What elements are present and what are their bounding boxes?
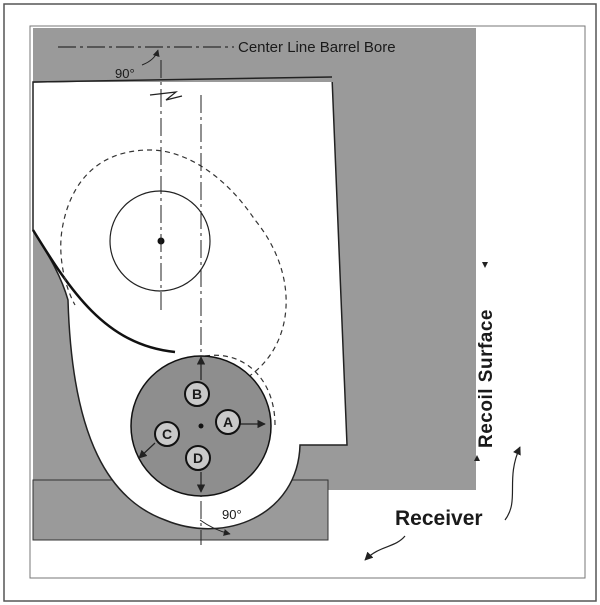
hub-center	[198, 423, 204, 429]
arrow-down-left	[138, 442, 156, 459]
receiver-arrow-up	[504, 446, 521, 521]
point-c: C	[154, 421, 180, 447]
angle-arc-top	[141, 49, 160, 66]
break-mark	[149, 91, 183, 101]
recoil-arrow-top	[482, 262, 488, 268]
relief-curve	[31, 229, 176, 354]
point-a: A	[215, 409, 241, 435]
receiver-arrow-down	[364, 535, 406, 561]
point-label-c: C	[162, 426, 172, 442]
recoil-surface-label: Recoil Surface	[476, 309, 497, 448]
barrel-strip	[33, 28, 476, 82]
receiver-label: Receiver	[395, 507, 483, 530]
cam-top-edge	[32, 76, 333, 83]
recoil-arrow-bottom	[474, 455, 480, 461]
pivot-circle	[109, 190, 211, 292]
cam-profile-dashed	[60, 149, 287, 378]
angle-label-bottom: 90°	[222, 507, 242, 522]
angle-label-top: 90°	[115, 66, 135, 81]
point-d: D	[185, 445, 211, 471]
angle-arc-bottom	[199, 519, 231, 536]
hub-dashed-outline	[204, 354, 276, 426]
point-label-d: D	[193, 450, 203, 466]
point-b: B	[184, 381, 210, 407]
point-label-b: B	[192, 386, 202, 402]
point-label-a: A	[223, 414, 233, 430]
center-line-label: Center Line Barrel Bore	[238, 39, 396, 56]
